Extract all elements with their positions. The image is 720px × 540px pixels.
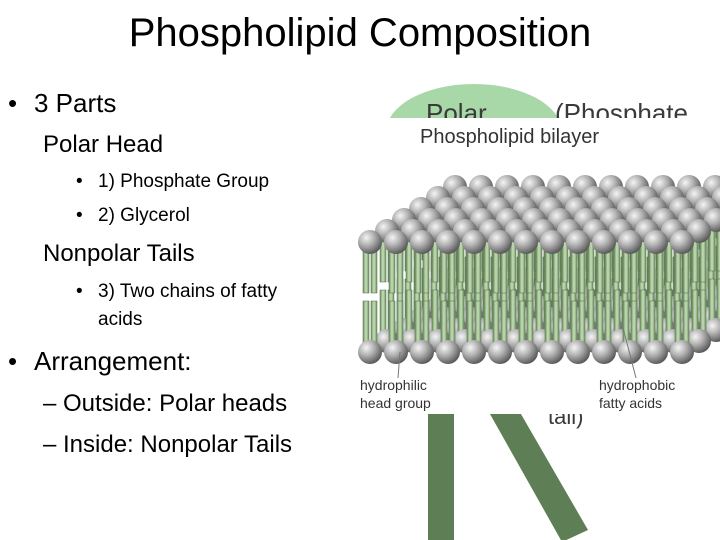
head-sphere bbox=[462, 340, 486, 364]
head-sphere bbox=[592, 340, 616, 364]
head-sphere bbox=[644, 340, 668, 364]
bullet-fatty-acids-cont: acids bbox=[98, 309, 143, 330]
head-sphere bbox=[644, 230, 668, 254]
head-sphere bbox=[687, 329, 711, 353]
background-tail-stick bbox=[428, 402, 454, 540]
bullet-glyph: • bbox=[76, 281, 83, 302]
bullet-fatty-acids: 3) Two chains of fatty bbox=[98, 281, 278, 302]
label-hydrophilic-line1: hydrophilic bbox=[360, 377, 427, 393]
head-sphere bbox=[410, 340, 434, 364]
head-sphere bbox=[670, 230, 694, 254]
slide-title: Phospholipid Composition bbox=[128, 11, 592, 55]
bullet-parts: 3 Parts bbox=[34, 88, 117, 118]
head-sphere bbox=[514, 340, 538, 364]
bilayer-title: Phospholipid bilayer bbox=[420, 126, 599, 148]
head-sphere bbox=[566, 230, 590, 254]
head-sphere bbox=[592, 230, 616, 254]
bullet-glyph: • bbox=[8, 346, 18, 376]
head-sphere bbox=[618, 230, 642, 254]
bullet-polar-head: Polar Head bbox=[43, 131, 164, 158]
pointer-line bbox=[397, 351, 401, 379]
head-sphere bbox=[618, 340, 642, 364]
head-sphere bbox=[514, 230, 538, 254]
head-sphere bbox=[566, 340, 590, 364]
label-hydrophobic-line1: hydrophobic bbox=[599, 377, 675, 393]
bullet-nonpolar-tails: Nonpolar Tails bbox=[43, 240, 195, 267]
bullet-outside: – Outside: Polar heads bbox=[43, 390, 288, 417]
head-sphere bbox=[358, 230, 382, 254]
bilayer-block bbox=[358, 175, 720, 364]
bullet-inside: – Inside: Nonpolar Tails bbox=[43, 431, 293, 458]
head-sphere bbox=[488, 230, 512, 254]
head-sphere bbox=[462, 230, 486, 254]
head-sphere bbox=[687, 219, 711, 243]
head-sphere bbox=[540, 340, 564, 364]
fatty-acid-tail bbox=[716, 223, 720, 272]
head-sphere bbox=[540, 230, 564, 254]
label-hydrophilic-line2: head group bbox=[360, 395, 431, 411]
bullet-phosphate: 1) Phosphate Group bbox=[98, 171, 270, 192]
head-sphere bbox=[384, 340, 408, 364]
bullet-glyph: • bbox=[76, 205, 83, 226]
fatty-acid-tail bbox=[716, 278, 720, 327]
head-sphere bbox=[410, 230, 434, 254]
bullet-arrangement: Arrangement: bbox=[34, 346, 192, 376]
pointer-line bbox=[621, 323, 637, 379]
bullet-glycerol: 2) Glycerol bbox=[98, 205, 190, 226]
background-tail-stick bbox=[490, 402, 588, 540]
head-sphere bbox=[384, 230, 408, 254]
label-hydrophobic-line2: fatty acids bbox=[599, 395, 662, 411]
head-sphere bbox=[358, 340, 382, 364]
bullet-glyph: • bbox=[76, 171, 83, 192]
head-sphere bbox=[436, 340, 460, 364]
phospholipid-bilayer-figure: Polar (Phosphate tail) Phospholipid bila… bbox=[340, 84, 720, 540]
head-sphere bbox=[436, 230, 460, 254]
bullet-glyph: • bbox=[8, 88, 18, 118]
head-sphere bbox=[488, 340, 512, 364]
head-sphere bbox=[670, 340, 694, 364]
